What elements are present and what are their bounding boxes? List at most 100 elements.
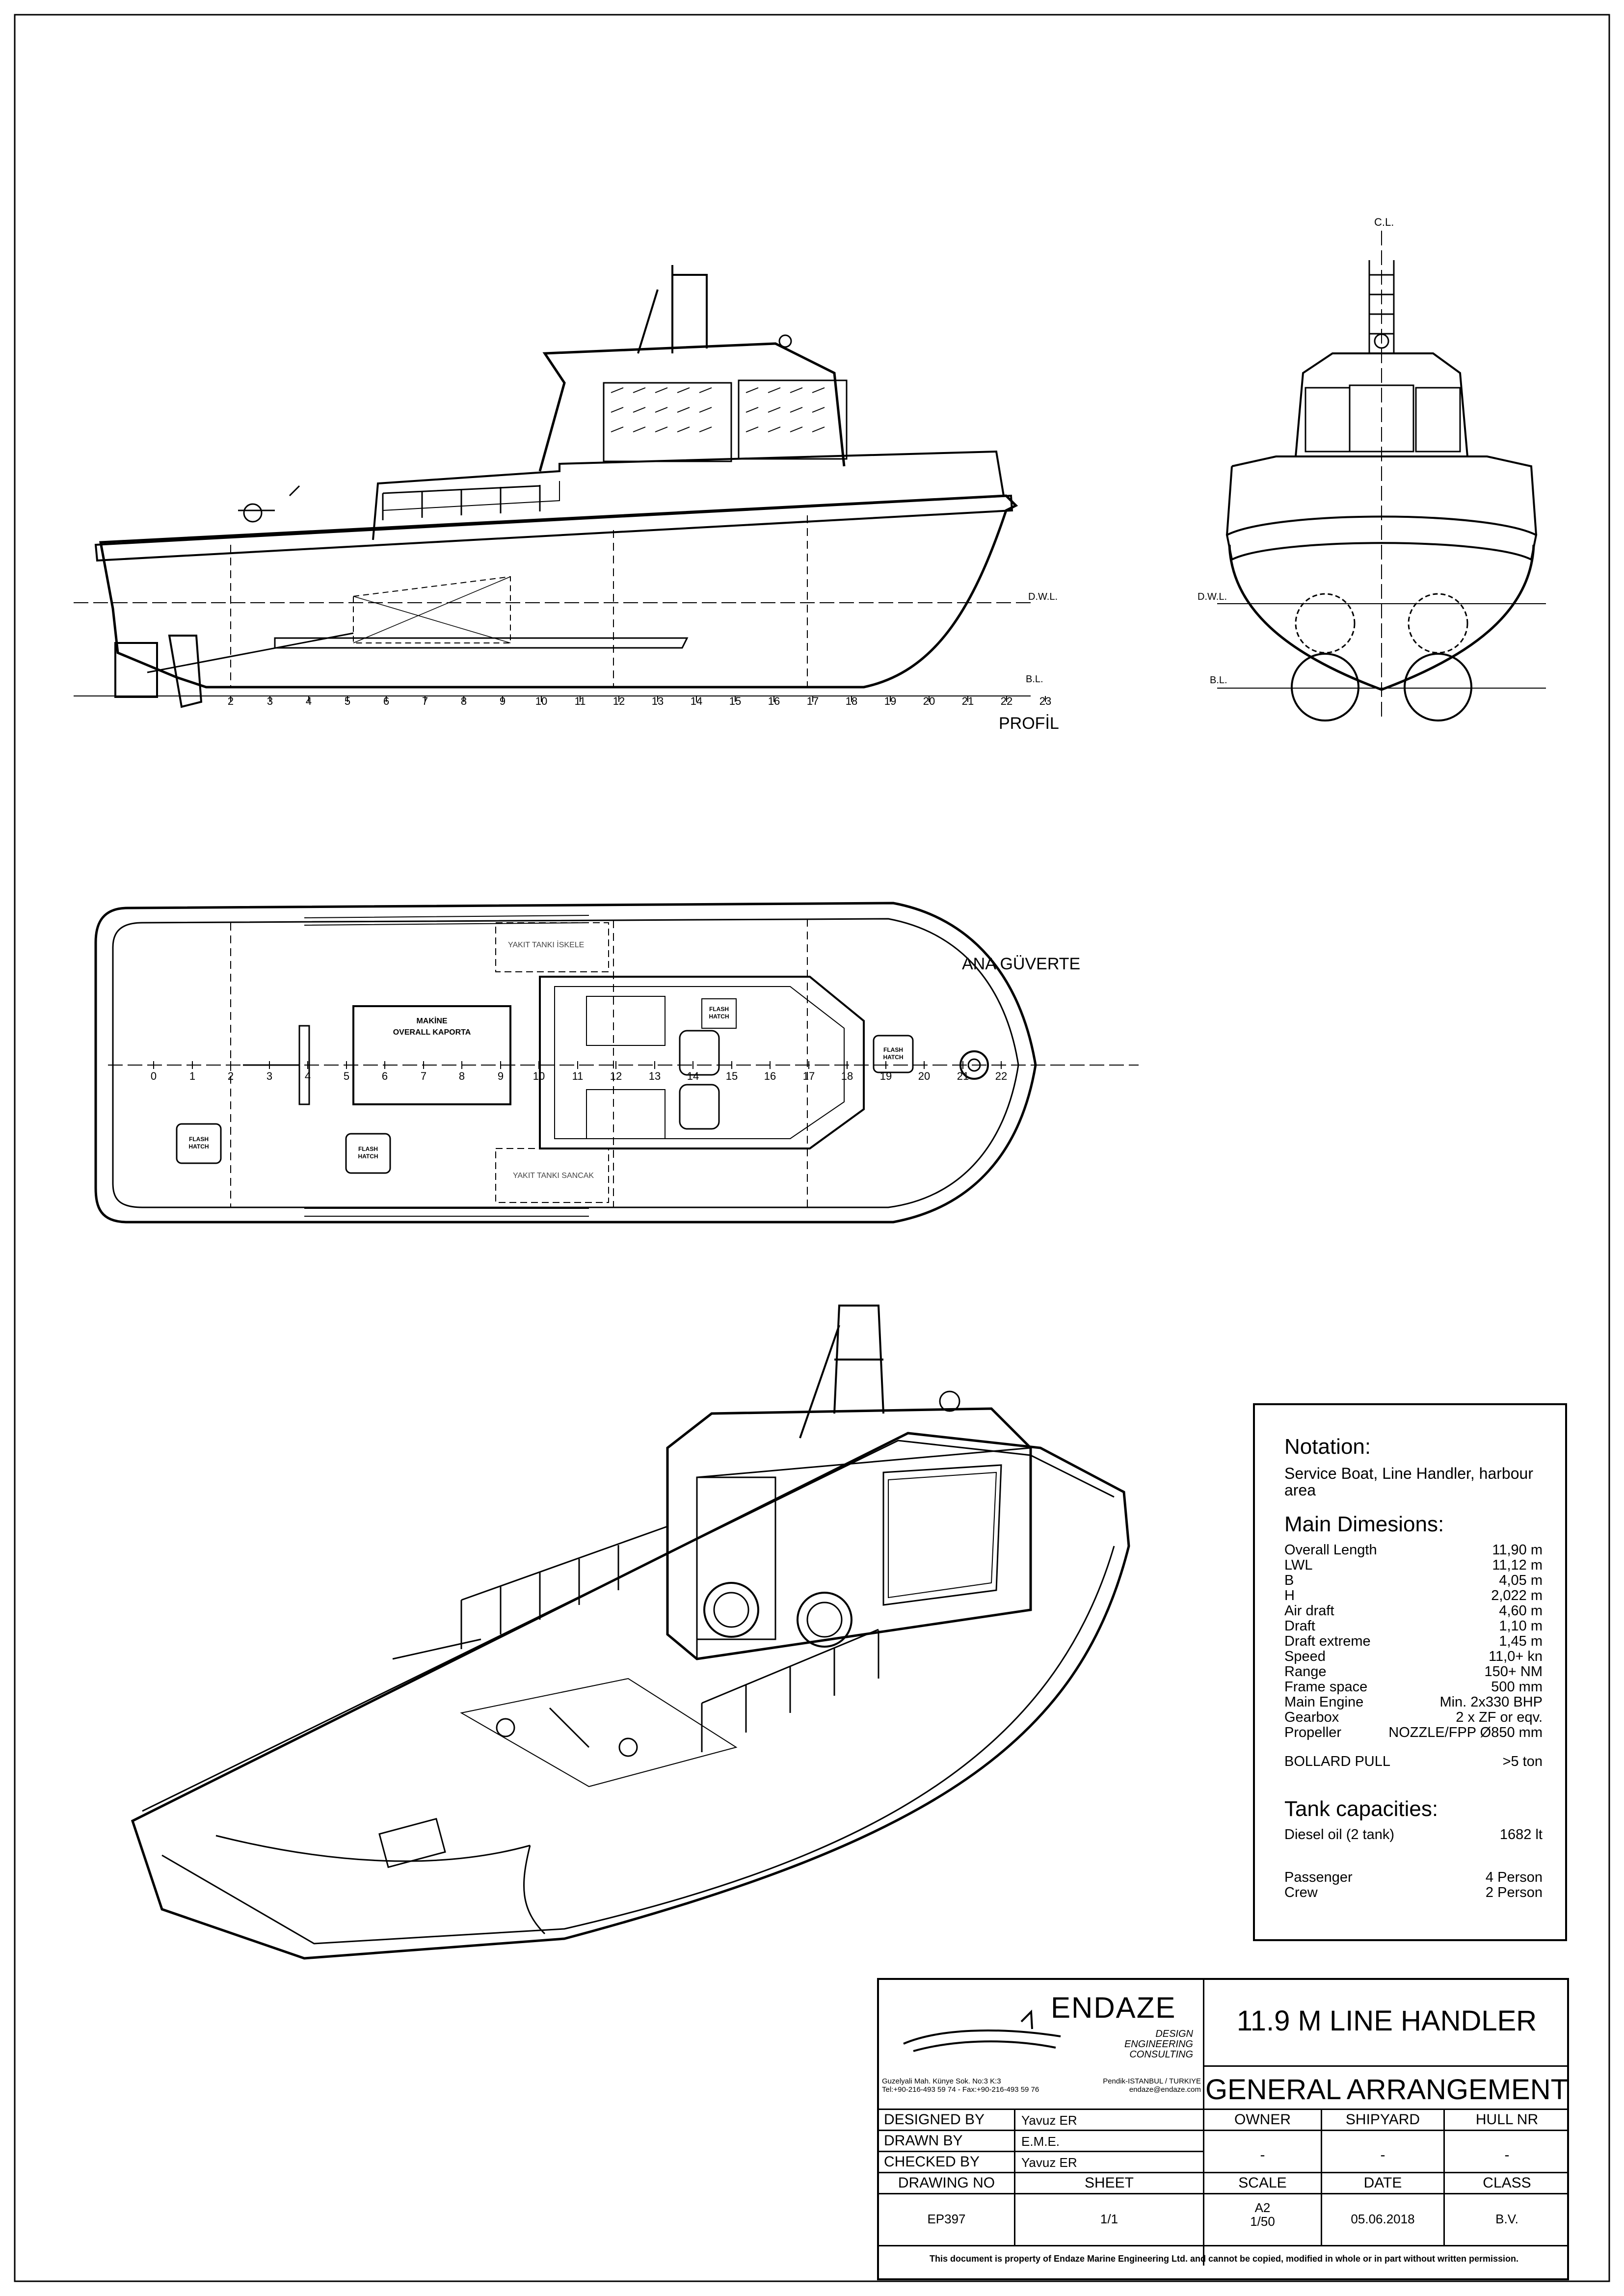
profile-frame-number: 5 [345, 695, 350, 707]
drawing-no-value: EP397 [927, 2212, 966, 2226]
designed-by-value: Yavuz ER [1021, 2113, 1077, 2128]
profile-frame-number: 16 [768, 695, 780, 707]
profile-frame-number: 17 [807, 695, 819, 707]
owner-value: - [1260, 2147, 1265, 2163]
deck-frame-number: 21 [957, 1070, 969, 1082]
fuel-tank-starboard-label: YAKIT TANKI SANCAK [513, 1172, 594, 1180]
company-name: ENDAZE [1051, 1991, 1176, 2024]
deck-frame-number: 3 [266, 1070, 272, 1082]
deck-frame-number: 11 [572, 1070, 584, 1082]
machine-hatch-label: MAKİNE [416, 1016, 447, 1025]
notation-box: Notation: Service Boat, Line Handler, ha… [1253, 1403, 1567, 1941]
notation-title: Notation: [1284, 1435, 1371, 1459]
flash-hatch-label: FLASH [358, 1146, 378, 1152]
deck-frame-number: 10 [533, 1070, 545, 1082]
profile-frame-number: 7 [422, 695, 428, 707]
front-dwl-label: D.W.L. [1198, 591, 1227, 602]
company-tagline: DESIGN ENGINEERING CONSULTING [1124, 2029, 1193, 2060]
project-title: 11.9 M LINE HANDLER [1236, 2005, 1537, 2037]
endaze-logo-icon [903, 2009, 1061, 2052]
profile-frame-number: 10 [535, 695, 547, 707]
owner-label: OWNER [1234, 2111, 1291, 2128]
tank-capacities-title: Tank capacities: [1284, 1797, 1438, 1821]
deck-frame-number: 7 [421, 1070, 426, 1082]
profile-frame-number: 19 [884, 695, 896, 707]
drawing-no-label: DRAWING NO [898, 2175, 995, 2191]
deck-frame-number: 8 [459, 1070, 465, 1082]
profile-frame-number: 15 [729, 695, 741, 707]
crew-row: Crew 2 Person [1284, 1885, 1543, 1900]
deck-frame-number: 6 [382, 1070, 388, 1082]
class-label: CLASS [1483, 2175, 1531, 2191]
profile-frame-number: 18 [846, 695, 857, 707]
profile-frame-number: 12 [613, 695, 625, 707]
deck-label: ANA GÜVERTE [962, 955, 1080, 973]
sheet-border [14, 14, 1610, 2282]
profile-dwl-label: D.W.L. [1028, 591, 1058, 602]
flash-hatch-label: HATCH [883, 1054, 903, 1061]
deck-frame-number: 2 [228, 1070, 234, 1082]
scale-label: SCALE [1238, 2175, 1287, 2191]
deck-frame-number: 13 [649, 1070, 661, 1082]
diesel-tank-row: Diesel oil (2 tank) 1682 lt [1284, 1827, 1543, 1842]
deck-frame-number: 14 [687, 1070, 699, 1082]
profile-frame-number: 22 [1001, 695, 1012, 707]
shipyard-value: - [1380, 2147, 1385, 2163]
notation-description: Service Boat, Line Handler, harbour area [1284, 1465, 1533, 1499]
deck-frame-number: 18 [841, 1070, 853, 1082]
main-dimensions-title: Main Dimesions: [1284, 1512, 1444, 1536]
flash-hatch-label: FLASH [709, 1006, 729, 1013]
bollard-pull-row: BOLLARD PULL >5 ton [1284, 1754, 1543, 1769]
sheet-label: SHEET [1084, 2175, 1134, 2191]
profile-frame-number: 14 [691, 695, 702, 707]
profile-label: PROFİL [999, 714, 1059, 733]
flash-hatch-label: HATCH [709, 1013, 729, 1020]
shipyard-label: SHIPYARD [1345, 2111, 1420, 2128]
deck-frame-number: 17 [803, 1070, 815, 1082]
hull-nr-label: HULL NR [1475, 2111, 1539, 2128]
fuel-tank-port-label: YAKIT TANKI İSKELE [508, 940, 584, 949]
date-value: 05.06.2018 [1351, 2212, 1415, 2226]
flash-hatch-label: HATCH [358, 1153, 378, 1160]
sheet-value: 1/1 [1100, 2212, 1118, 2226]
deck-frame-number: 9 [498, 1070, 504, 1082]
profile-view [74, 265, 1046, 708]
date-label: DATE [1363, 2175, 1402, 2191]
deck-frame-number: 20 [918, 1070, 930, 1082]
profile-frame-number: 4 [306, 695, 312, 707]
profile-frame-number: 21 [962, 695, 974, 707]
checked-by-label: CHECKED BY [884, 2154, 980, 2170]
deck-plan [94, 902, 1139, 1224]
designed-by-label: DESIGNED BY [884, 2111, 985, 2128]
class-value: B.V. [1495, 2212, 1518, 2226]
profile-bl-label: B.L. [1026, 674, 1043, 685]
profile-frame-number: 6 [383, 695, 389, 707]
front-cl-label: C.L. [1374, 216, 1394, 228]
deck-frame-number: 1 [189, 1070, 195, 1082]
profile-frame-number: 13 [652, 695, 664, 707]
deck-frame-number: 4 [305, 1070, 311, 1082]
deck-frame-number: 12 [610, 1070, 622, 1082]
deck-frame-number: 19 [880, 1070, 892, 1082]
flash-hatch-label: FLASH [189, 1136, 209, 1143]
flash-hatch-label: FLASH [883, 1046, 903, 1053]
passenger-row: Passenger 4 Person [1284, 1869, 1543, 1885]
drawing-title: GENERAL ARRANGEMENT [1205, 2074, 1569, 2106]
drawn-by-label: DRAWN BY [884, 2133, 963, 2149]
profile-frame-number: 23 [1039, 695, 1051, 707]
profile-frame-number: 20 [923, 695, 935, 707]
hull-nr-value: - [1504, 2147, 1510, 2163]
deck-frame-number: 15 [726, 1070, 738, 1082]
drawn-by-value: E.M.E. [1021, 2134, 1060, 2149]
